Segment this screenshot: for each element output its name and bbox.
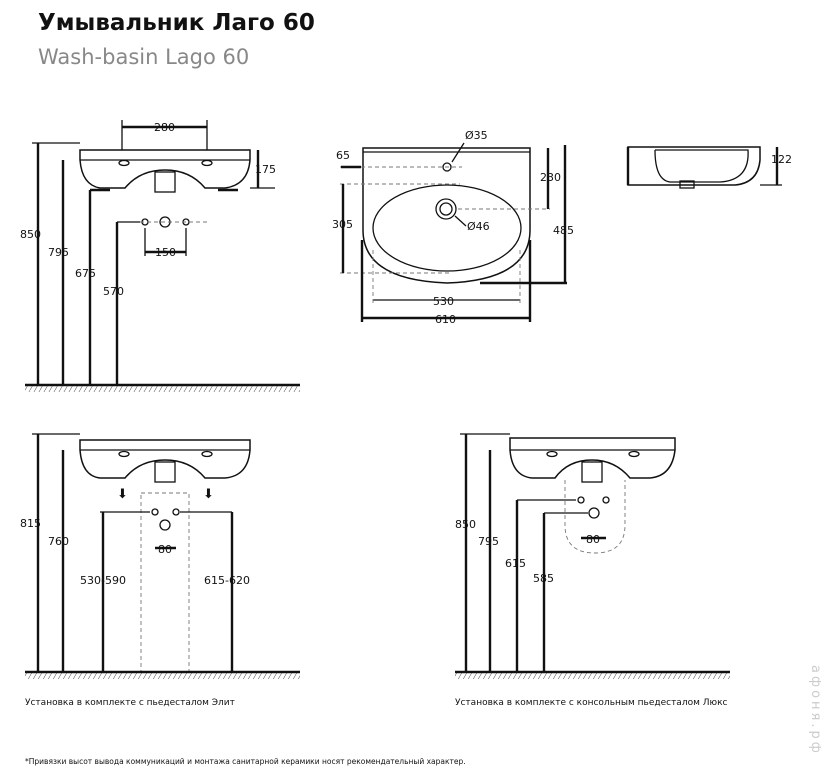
dim-d46: Ø46 — [467, 220, 490, 233]
dim-760: 760 — [48, 535, 69, 548]
dim-150: 150 — [155, 246, 176, 259]
dim-615-620: 615-620 — [204, 574, 250, 587]
footnote: *Привязки высот вывода коммуникаций и мо… — [25, 757, 466, 766]
side-view: 122 — [626, 146, 792, 189]
elit-install-view: ⬇ ⬇ 80 815 760 530-590 615-620 Установка … — [20, 433, 300, 708]
dim-610: 610 — [435, 313, 456, 326]
dim-530: 530 — [433, 295, 454, 308]
dim-230: 230 — [540, 171, 561, 184]
dim-570: 570 — [103, 285, 124, 298]
dim-585: 585 — [533, 572, 554, 585]
dim-850: 850 — [20, 228, 41, 241]
dim-122: 122 — [771, 153, 792, 166]
dim-615: 615 — [505, 557, 526, 570]
dim-795: 795 — [48, 246, 69, 259]
dim-795-lux: 795 — [478, 535, 499, 548]
dim-815: 815 — [20, 517, 41, 530]
dim-65: 65 — [336, 149, 350, 162]
dim-175: 175 — [255, 163, 276, 176]
page-subtitle: Wash-basin Lago 60 — [38, 45, 250, 69]
dim-280: 280 — [154, 121, 175, 134]
dim-485: 485 — [553, 224, 574, 237]
dim-80-elit: 80 — [158, 543, 172, 556]
dim-530-590: 530-590 — [80, 574, 126, 587]
watermark: афоня.рф — [808, 665, 821, 756]
dim-80-lux: 80 — [586, 533, 600, 546]
dim-850-lux: 850 — [455, 518, 476, 531]
lux-install-view: 80 850 795 615 585 Установка в комплекте… — [455, 433, 730, 708]
top-view: Ø35 Ø46 65 305 230 485 530 610 — [332, 129, 574, 326]
elit-caption: Установка в комплекте с пьедесталом Элит — [25, 698, 235, 708]
page-title: Умывальник Лаго 60 — [38, 10, 315, 36]
lux-caption: Установка в комплекте с консольным пьеде… — [455, 698, 728, 708]
dim-305: 305 — [332, 218, 353, 231]
svg-text:⬇: ⬇ — [203, 487, 214, 502]
dim-d35: Ø35 — [465, 129, 488, 142]
svg-text:⬇: ⬇ — [117, 487, 128, 502]
dim-675: 675 — [75, 267, 96, 280]
front-view: 280 175 850 795 675 570 150 — [20, 120, 300, 392]
